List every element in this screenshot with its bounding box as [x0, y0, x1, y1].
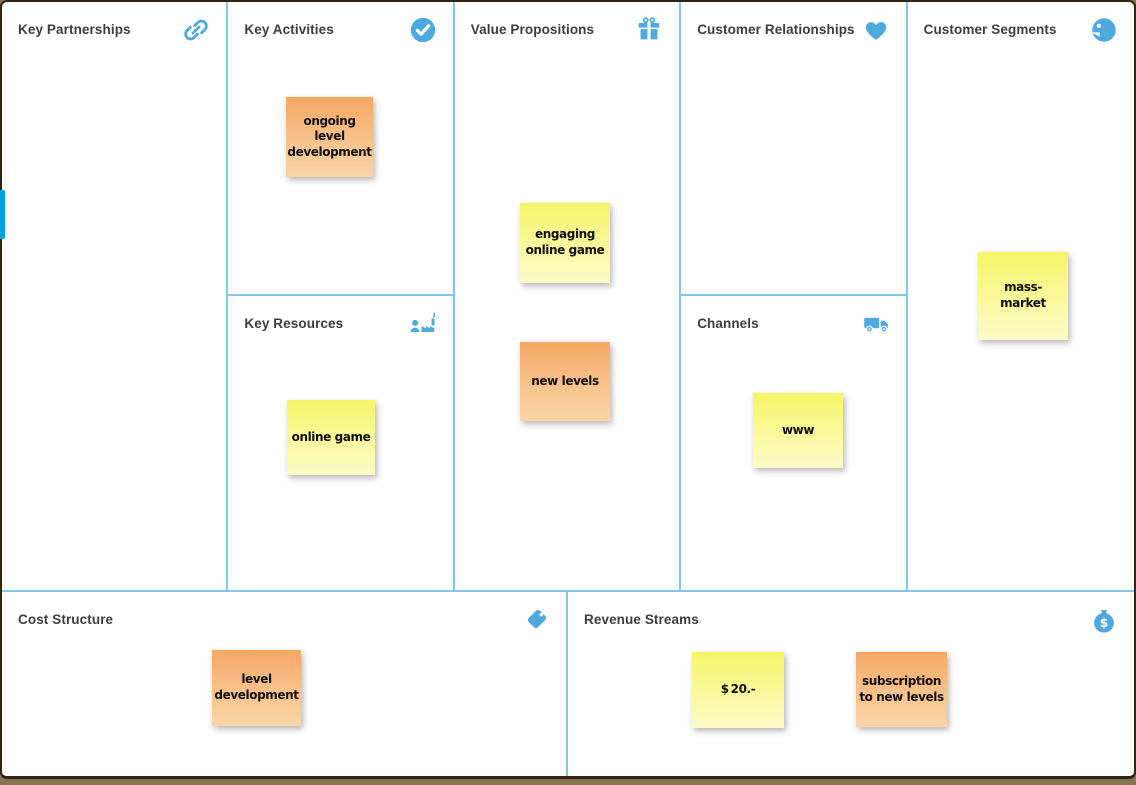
sticky-note-revenue-streams[interactable]: $ 20.-: [692, 652, 784, 728]
money-bag-icon: $: [1089, 605, 1119, 635]
section-title: Key Activities: [244, 22, 334, 37]
section-key-partnerships[interactable]: Key Partnerships: [2, 2, 229, 590]
tag-icon: [521, 605, 551, 635]
section-header: Channels: [681, 296, 905, 339]
section-revenue-streams[interactable]: Revenue Streams $: [568, 592, 1134, 776]
section-customer-relationships[interactable]: Customer Relationships: [681, 2, 906, 296]
left-edge-tab[interactable]: [0, 190, 5, 239]
sticky-note-cost-structure[interactable]: level development: [212, 650, 301, 726]
section-header: Cost Structure: [2, 592, 566, 635]
section-channels[interactable]: Channels: [681, 296, 905, 588]
heart-icon: [861, 15, 891, 45]
section-header: Revenue Streams $: [568, 592, 1134, 635]
sticky-note-customer-segments[interactable]: mass- market: [978, 252, 1068, 340]
section-key-activities[interactable]: Key Activities: [228, 2, 453, 296]
gift-icon: [634, 15, 664, 45]
section-header: Key Resources: [228, 296, 452, 339]
section-title: Value Propositions: [470, 22, 595, 37]
section-title: Key Partnerships: [18, 22, 131, 37]
section-title: Revenue Streams: [584, 612, 699, 627]
sticky-note-key-resources[interactable]: online game: [287, 400, 375, 475]
section-header: Customer Relationships: [681, 2, 905, 45]
section-header: Key Partnerships: [2, 2, 226, 45]
svg-text:$: $: [1100, 616, 1108, 630]
section-customer-segments[interactable]: Customer Segments: [908, 2, 1134, 590]
truck-icon: [861, 309, 891, 339]
section-cost-structure[interactable]: Cost Structure: [2, 592, 568, 776]
check-circle-icon: [408, 15, 438, 45]
section-title: Cost Structure: [18, 612, 114, 627]
section-header: Value Propositions: [455, 2, 679, 45]
section-title: Key Resources: [244, 316, 344, 331]
column-activities-resources: Key Activities Key Resources: [228, 2, 455, 590]
section-header: Key Activities: [228, 2, 452, 45]
canvas-bottom-row: Cost Structure Revenue Streams: [2, 592, 1134, 776]
canvas-top-grid: Key Partnerships Key Activities: [2, 2, 1134, 592]
person-factory-icon: [408, 309, 438, 339]
section-title: Customer Relationships: [697, 22, 855, 37]
section-key-resources[interactable]: Key Resources: [228, 296, 452, 588]
link-icon: [181, 15, 211, 45]
column-relationships-channels: Customer Relationships Channels: [681, 2, 908, 590]
section-title: Customer Segments: [923, 22, 1057, 37]
sticky-note-value-propositions[interactable]: engaging online game: [520, 203, 610, 283]
sticky-note-revenue-streams[interactable]: subscription to new levels: [856, 652, 947, 727]
head-icon: [1089, 15, 1119, 45]
section-header: Customer Segments: [908, 2, 1134, 45]
sticky-note-value-propositions[interactable]: new levels: [520, 342, 610, 421]
sticky-note-channels[interactable]: www: [753, 393, 843, 468]
section-value-propositions[interactable]: Value Propositions: [455, 2, 682, 590]
section-title: Channels: [697, 316, 759, 331]
sticky-note-key-activities[interactable]: ongoing level development: [286, 97, 373, 177]
